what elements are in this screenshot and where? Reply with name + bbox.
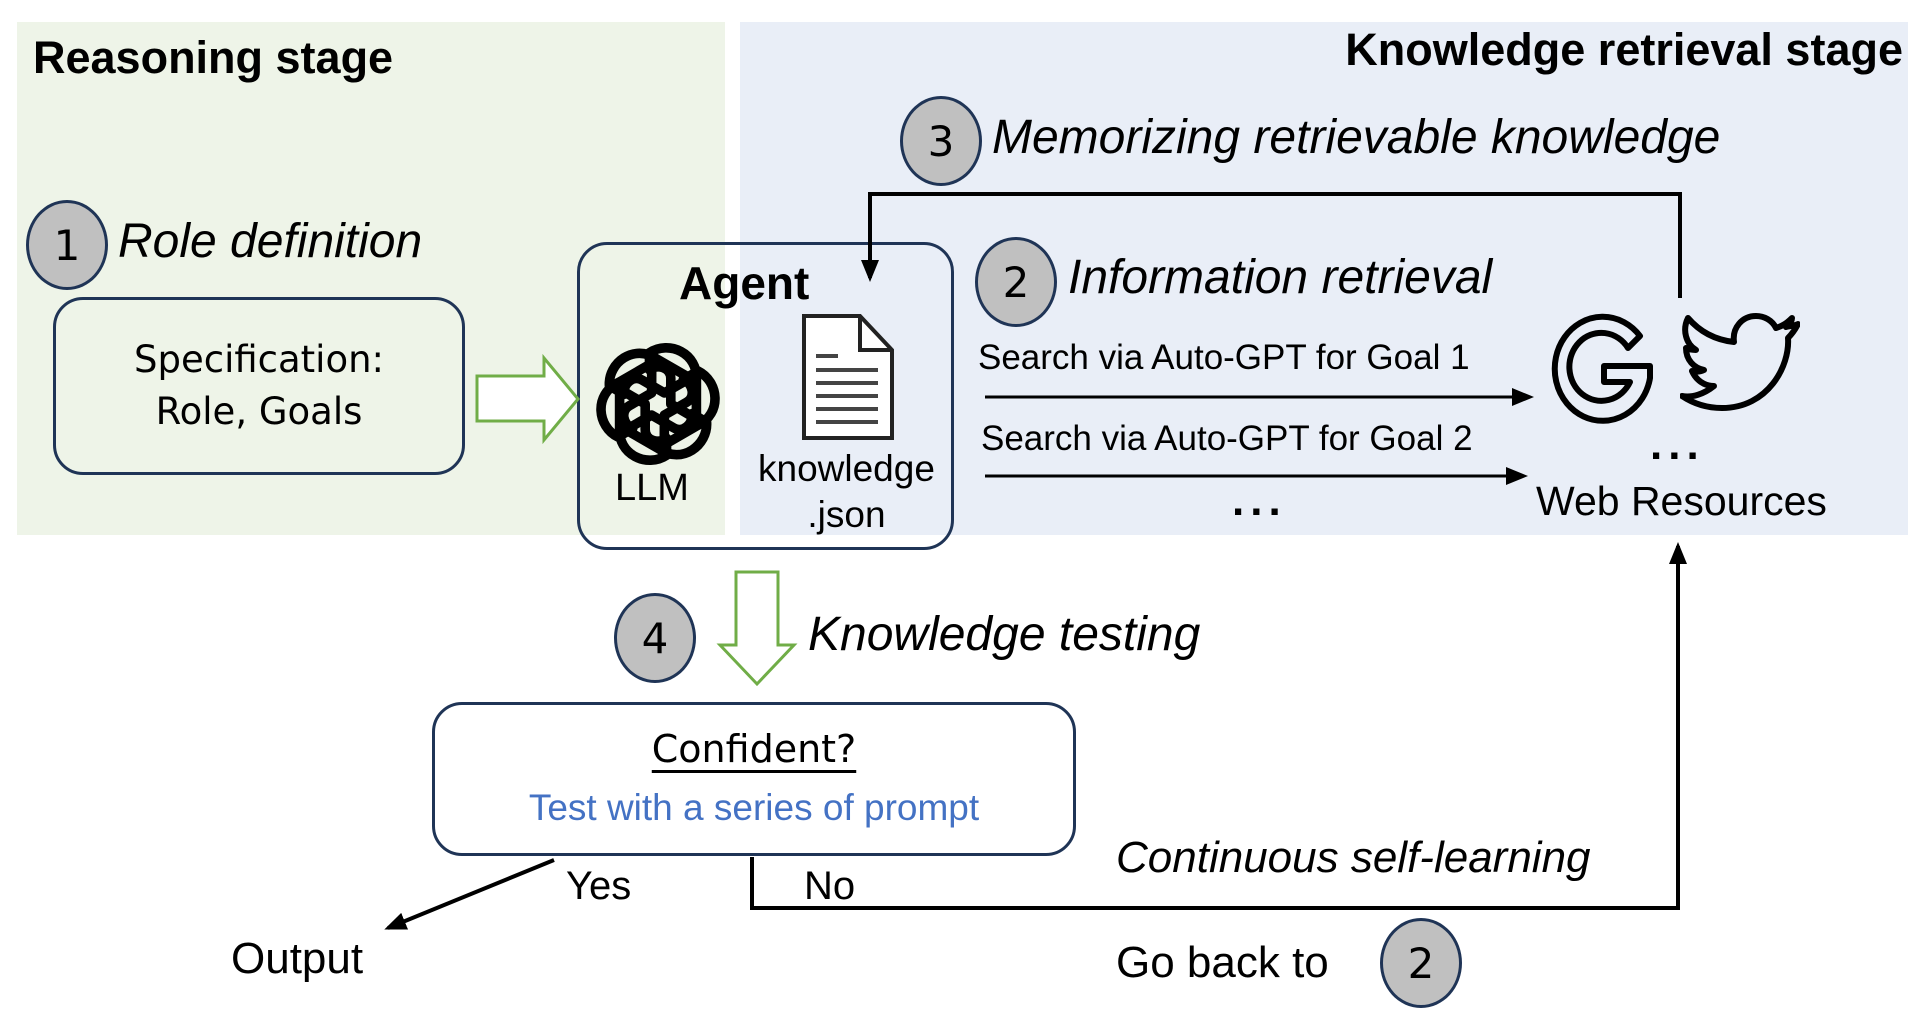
confidence-test-box: Confident? Test with a series of prompt (432, 702, 1076, 856)
step-2-label: Information retrieval (1068, 251, 1493, 304)
document-icon (802, 314, 894, 440)
specification-line-1: Specification: (133, 338, 385, 381)
step-1-badge: 1 (26, 200, 108, 290)
reasoning-stage-title: Reasoning stage (33, 32, 394, 83)
output-label: Output (231, 934, 364, 983)
go-back-step-badge: 2 (1380, 918, 1462, 1008)
knowledge-retrieval-stage-title: Knowledge retrieval stage (1345, 24, 1903, 75)
no-label: No (804, 864, 856, 908)
test-prompt-subtitle: Test with a series of prompt (528, 787, 980, 828)
agent-to-test-block-arrow (716, 570, 798, 687)
confident-question: Confident? (651, 727, 857, 771)
step-4-label: Knowledge testing (808, 608, 1201, 661)
step-3-badge: 3 (900, 96, 982, 186)
twitter-icon (1680, 313, 1800, 411)
google-icon (1551, 313, 1653, 424)
continuous-self-learning-label: Continuous self-learning (1116, 833, 1591, 882)
search-goal-2-label: Search via Auto-GPT for Goal 2 (981, 419, 1473, 458)
step-4-badge: 4 (614, 593, 696, 683)
step-2-badge: 2 (975, 237, 1057, 327)
knowledge-json-label: knowledge .json (758, 446, 935, 538)
step-3-label: Memorizing retrievable knowledge (992, 111, 1721, 164)
more-web-resources-ellipsis: ... (1650, 420, 1705, 469)
knowledge-label-line-1: knowledge (758, 448, 935, 489)
openai-logo-icon (594, 340, 722, 468)
more-searches-ellipsis: ... (1232, 476, 1287, 525)
specification-line-2: Role, Goals (155, 390, 363, 433)
llm-label: LLM (615, 467, 689, 509)
specification-box: Specification: Role, Goals (53, 297, 465, 475)
search-goal-1-label: Search via Auto-GPT for Goal 1 (978, 338, 1470, 377)
web-resources-label: Web Resources (1536, 478, 1827, 524)
yes-arrow (384, 858, 555, 930)
yes-label: Yes (566, 864, 632, 908)
reasoning-stage-panel (17, 22, 725, 535)
agent-title: Agent (679, 257, 810, 309)
knowledge-label-line-2: .json (807, 494, 886, 535)
go-back-label: Go back to (1116, 938, 1329, 987)
step-1-label: Role definition (118, 215, 423, 268)
